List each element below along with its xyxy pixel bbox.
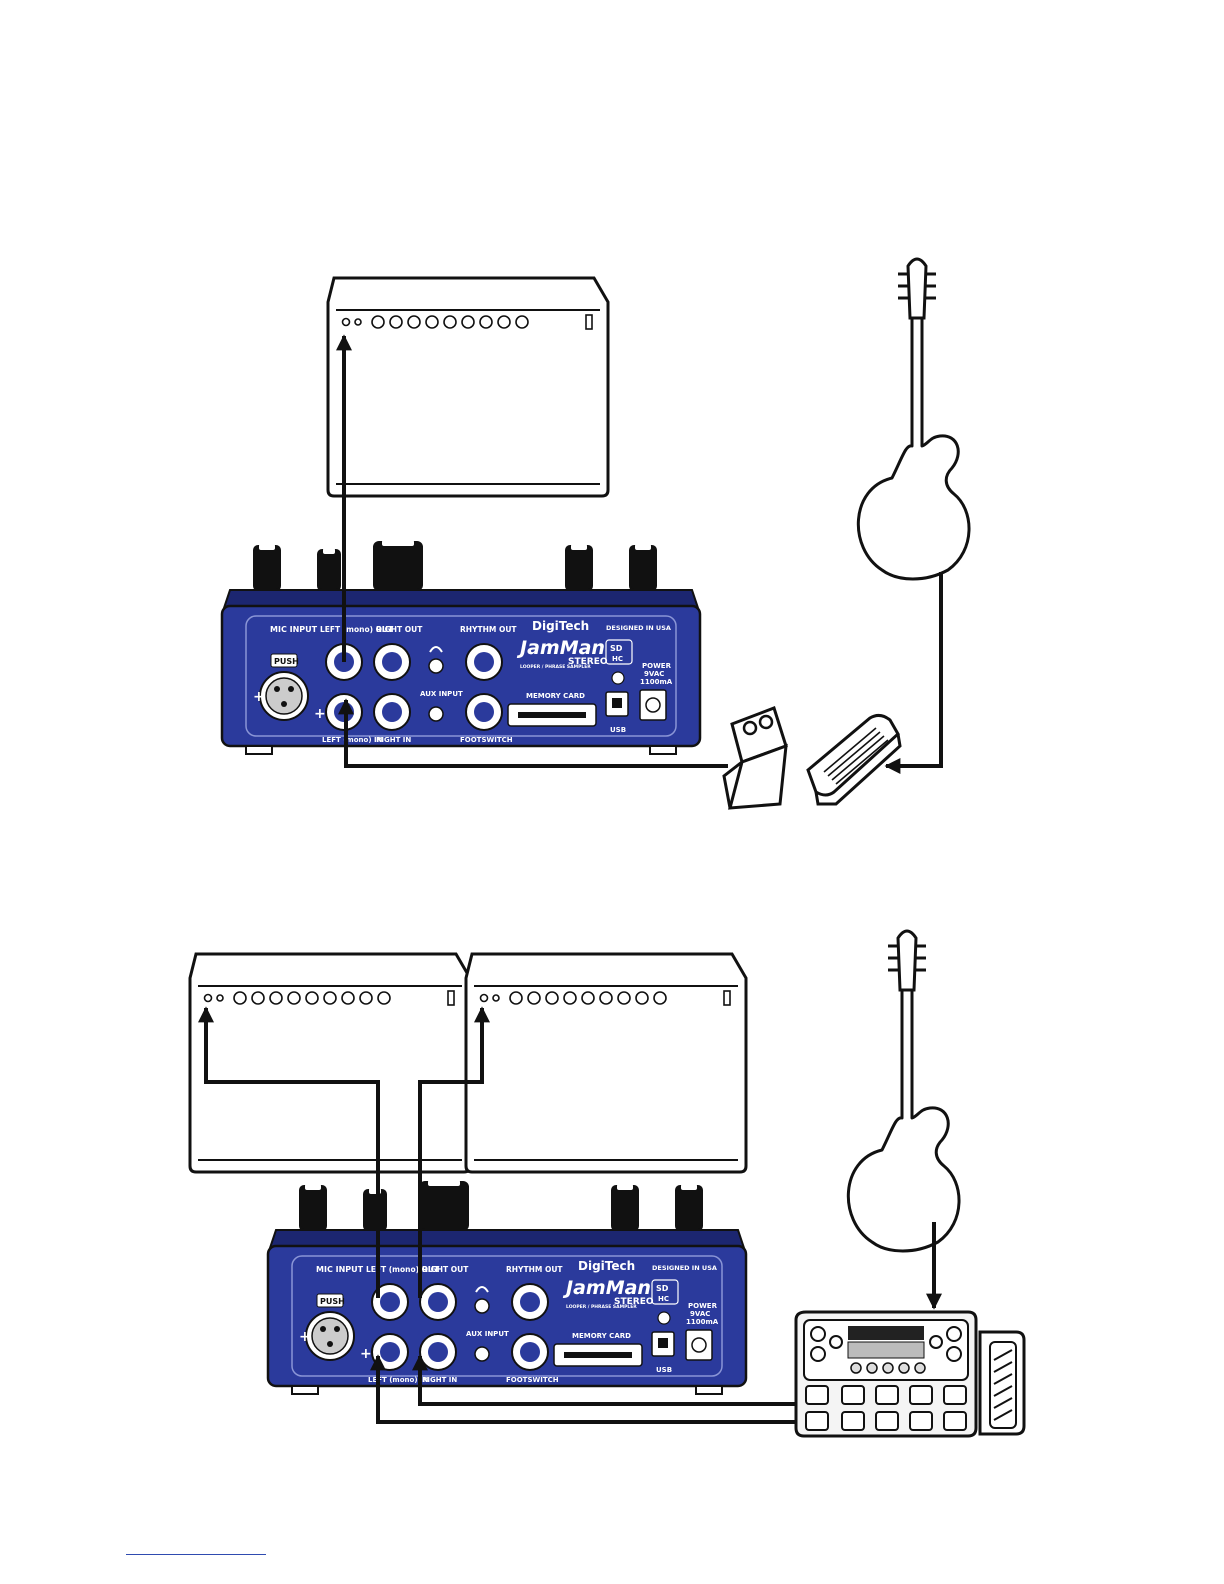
stereo-setup: MIC INPUT PUSH LEFT (mono) OUT RIGHT OUT… xyxy=(188,929,1026,1438)
mono-setup: MIC INPUT PUSH LEFT (mono) OUT RIGHT OUT… xyxy=(220,257,971,810)
cable-guitar-to-volume-pedal xyxy=(884,572,943,774)
jamman-stereo-unit-top: MIC INPUT PUSH LEFT (mono) OUT RIGHT OUT… xyxy=(220,538,702,756)
footswitch-label: FOOTSWITCH xyxy=(506,1376,559,1384)
power-label-2: 9VAC xyxy=(644,670,664,678)
right-in-label: RIGHT IN xyxy=(376,736,411,744)
guitar-icon xyxy=(856,257,971,581)
power-label-1: POWER xyxy=(688,1302,718,1310)
usb-label: USB xyxy=(656,1366,672,1374)
power-label-1: POWER xyxy=(642,662,672,670)
memory-card-label: MEMORY CARD xyxy=(526,692,585,700)
left-out-label: LEFT (mono) OUT xyxy=(320,625,394,634)
usb-label: USB xyxy=(610,726,626,734)
amplifier-icon xyxy=(188,952,472,1174)
power-label-2: 9VAC xyxy=(690,1310,710,1318)
sd-badge: SD xyxy=(610,644,623,653)
aux-input-label: AUX INPUT xyxy=(420,690,463,698)
brand-logo: DigiTech xyxy=(532,619,589,633)
product-logo: JamMan xyxy=(516,637,605,659)
product-sub-label: STEREO xyxy=(568,657,608,667)
designed-label: DESIGNED IN USA xyxy=(652,1264,717,1272)
cable-stompbox-to-left-in xyxy=(338,698,728,768)
guitar-icon xyxy=(846,929,961,1253)
aux-input-label: AUX INPUT xyxy=(466,1330,509,1338)
amplifier-icon xyxy=(464,952,748,1174)
multi-effects-floorboard-icon xyxy=(794,1310,1026,1438)
cable-left-out-to-left-amp xyxy=(198,1006,380,1298)
amplifier-icon xyxy=(326,276,610,498)
cable-right-out-to-right-amp xyxy=(418,1006,490,1298)
push-label: PUSH xyxy=(320,1297,345,1306)
product-tag-label: LOOPER / PHRASE SAMPLER xyxy=(566,1304,637,1310)
right-out-label: RIGHT OUT xyxy=(376,625,423,634)
hc-badge: HC xyxy=(658,1295,669,1303)
left-in-label: LEFT (mono) IN xyxy=(322,736,383,744)
left-in-label: LEFT (mono) IN xyxy=(368,1376,429,1384)
cable-floorboard-to-right-in xyxy=(412,1354,796,1406)
rhythm-out-label: RHYTHM OUT xyxy=(460,625,517,634)
designed-label: DESIGNED IN USA xyxy=(606,624,671,632)
product-logo: JamMan xyxy=(562,1277,651,1299)
push-label: PUSH xyxy=(274,657,299,666)
footer-link-underline[interactable] xyxy=(126,1554,266,1555)
cable-floorboard-to-left-in xyxy=(370,1354,796,1424)
left-out-label: LEFT (mono) OUT xyxy=(366,1265,440,1274)
mic-input-label: MIC INPUT xyxy=(316,1265,364,1274)
product-tag-label: LOOPER / PHRASE SAMPLER xyxy=(520,664,591,670)
jamman-stereo-unit-bottom: MIC INPUT PUSH LEFT (mono) OUT RIGHT OUT… xyxy=(266,1178,748,1396)
power-label-3: 1100mA xyxy=(686,1318,719,1326)
rhythm-out-label: RHYTHM OUT xyxy=(506,1265,563,1274)
cables-top xyxy=(336,334,943,774)
memory-card-label: MEMORY CARD xyxy=(572,1332,631,1340)
footswitch-label: FOOTSWITCH xyxy=(460,736,513,744)
sd-badge: SD xyxy=(656,1284,669,1293)
brand-logo: DigiTech xyxy=(578,1259,635,1273)
cables-bottom xyxy=(198,1006,942,1424)
right-out-label: RIGHT OUT xyxy=(422,1265,469,1274)
hc-badge: HC xyxy=(612,655,623,663)
product-sub-label: STEREO xyxy=(614,1297,654,1307)
power-label-3: 1100mA xyxy=(640,678,673,686)
stompbox-pedal-icon xyxy=(722,706,788,810)
right-in-label: RIGHT IN xyxy=(422,1376,457,1384)
volume-pedal-icon xyxy=(806,713,902,806)
mic-input-label: MIC INPUT xyxy=(270,625,318,634)
